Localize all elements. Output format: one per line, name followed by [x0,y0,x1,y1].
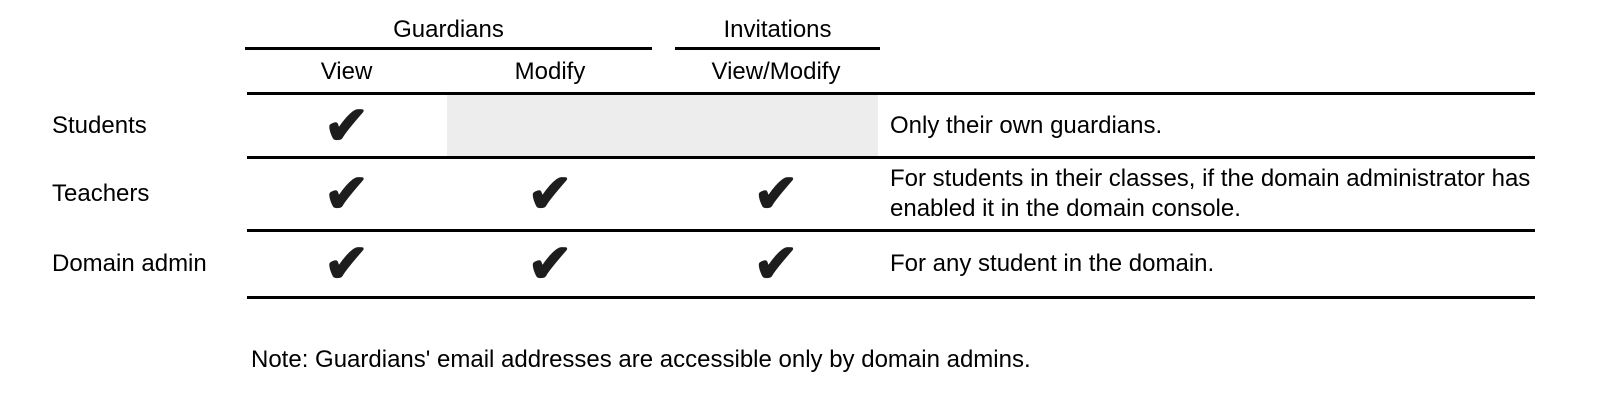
column-header-view: View [320,58,373,85]
row-label-students: Students [52,111,147,139]
students-guardians-modify-cell [448,95,652,156]
table-rule-top [247,92,1535,95]
domain-admin-invitations-checkmark-icon: ✔ [753,234,799,294]
students-description-text: Only their own guardians. [890,111,1163,139]
students-invitations-cell [665,95,887,156]
students-guardians-view-checkmark-icon: ✔ [323,95,370,156]
teachers-description-text: For students in their classes, if the do… [890,165,1531,222]
domain-admin-guardians-view-checkmark-icon: ✔ [323,234,370,294]
invitations-underline [675,47,880,50]
teachers-invitations-checkmark-icon: ✔ [753,164,799,224]
column-group-guardians: Guardians [393,16,504,43]
teachers-guardians-view-checkmark-icon: ✔ [323,164,370,224]
guardians-underline [245,47,652,50]
column-group-invitations: Invitations [723,16,832,43]
column-header-view-modify: View/Modify [711,58,841,85]
row-label-domain-admin: Domain admin [52,250,207,277]
domain-admin-description-text: For any student in the domain. [890,250,1215,277]
teachers-description: For students in their classes, if the do… [890,159,1545,229]
domain-admin-description: For any student in the domain. [890,232,1545,296]
table-rule-bottom [247,296,1535,299]
table-rule-after-teachers [247,229,1535,232]
row-label-teachers: Teachers [52,180,150,207]
footnote: Note: Guardians' email addresses are acc… [251,346,1031,373]
students-description: Only their own guardians. [890,95,1545,156]
domain-admin-guardians-modify-checkmark-icon: ✔ [527,234,573,294]
students-disabled-cells [447,95,878,156]
table-rule-after-students [247,156,1535,159]
teachers-guardians-modify-checkmark-icon: ✔ [527,164,573,224]
column-header-modify: Modify [514,58,586,85]
